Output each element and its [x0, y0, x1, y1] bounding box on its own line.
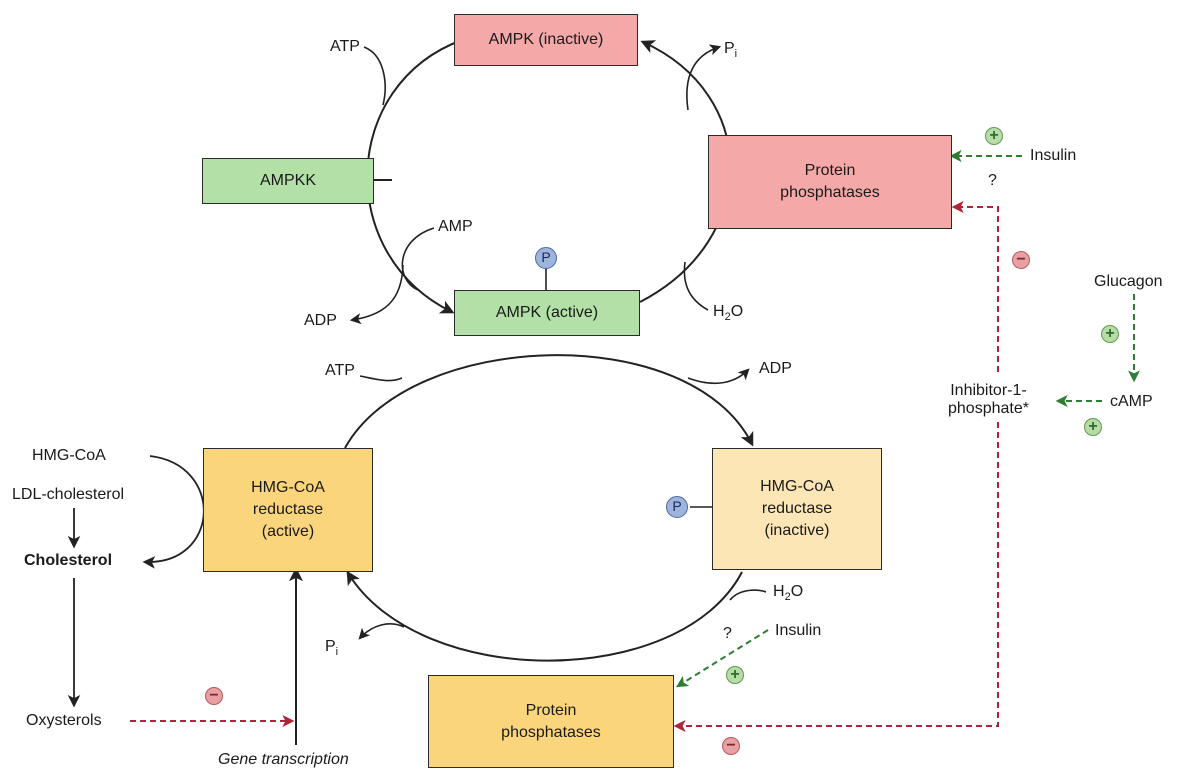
glucagon-label: Glucagon: [1094, 273, 1163, 290]
adp-mid-arrow: [687, 368, 750, 385]
ampkk-label: AMPKK: [259, 172, 316, 189]
ampk-active-label: AMPK (active): [495, 304, 599, 321]
camp-label: cAMP: [1110, 393, 1153, 410]
ldl-cholesterol-label: LDL-cholesterol: [12, 486, 125, 503]
inhibitor-to-pp-bottom-line: [673, 422, 999, 732]
minus-badge-oxysterols: −: [205, 687, 223, 705]
adp-out-arrow: [349, 264, 404, 325]
hmg-dephosphorylation-arc: [346, 570, 743, 662]
adp-left-label: ADP: [304, 312, 337, 329]
hmg-coa-label: HMG-CoA: [32, 447, 106, 464]
hmg-coa-reductase-active-label: HMG-CoA reductase (active): [251, 479, 325, 540]
h2o-bottom-label: H2O: [773, 583, 804, 604]
ampk-active-box: AMPK (active): [454, 290, 640, 336]
hmg-coa-reductase-inactive-box: HMG-CoA reductase (inactive): [712, 448, 882, 570]
pi-out-arrow: [686, 44, 722, 111]
ampk-inactive-label: AMPK (inactive): [488, 31, 604, 48]
atp-mid-label: ATP: [325, 362, 355, 379]
plus-badge-glucagon: +: [1101, 325, 1119, 343]
atp-mid-arrow: [359, 375, 403, 382]
h2o-bottom-arrow: [729, 589, 767, 601]
hmg-coa-reductase-inactive-label: HMG-CoA reductase (inactive): [760, 478, 834, 539]
ampk-activation-arc: [366, 39, 463, 314]
atp-in-arrow: [363, 46, 386, 106]
adp-right-label: ADP: [759, 360, 792, 377]
plus-badge-camp: +: [1084, 418, 1102, 436]
gene-transcription-label: Gene transcription: [218, 751, 349, 768]
protein-phosphatases-bottom-box: Protein phosphatases: [428, 675, 674, 768]
amp-label: AMP: [438, 218, 473, 235]
amp-arrow: [401, 227, 435, 291]
hmg-coa-reductase-active-box: HMG-CoA reductase (active): [203, 448, 373, 572]
pi-top-label: Pi: [724, 40, 738, 61]
protein-phosphatases-top-label: Protein phosphatases: [780, 162, 880, 201]
insulin-bottom-label: Insulin: [775, 622, 822, 639]
phosphate-group-ampk: P: [535, 247, 557, 269]
plus-badge-insulin-bottom: +: [726, 666, 744, 684]
protein-phosphatases-top-box: Protein phosphatases: [708, 135, 952, 229]
ampkk-box: AMPKK: [202, 158, 374, 204]
hmg-coa-to-cholesterol-arrow: [142, 455, 205, 569]
phosphate-group-hmg: P: [666, 496, 688, 518]
oxysterols-label: Oxysterols: [26, 712, 102, 729]
h2o-in-arrow: [683, 261, 709, 311]
pi-bottom-label: Pi: [325, 638, 339, 659]
insulin-bottom-line: [675, 629, 769, 688]
minus-badge-inhibitor-top: −: [1012, 251, 1030, 269]
atp-top-label: ATP: [330, 38, 360, 55]
question-bottom-label: ?: [723, 625, 732, 642]
plus-badge-insulin-top: +: [985, 127, 1003, 145]
inhibitor-1-phosphate-label: Inhibitor-1- phosphate*: [948, 382, 1029, 417]
protein-phosphatases-bottom-label: Protein phosphatases: [501, 701, 601, 741]
question-top-label: ?: [988, 172, 997, 189]
minus-badge-inhibitor-bottom: −: [722, 737, 740, 755]
ampk-inactive-box: AMPK (inactive): [454, 14, 638, 66]
hmg-phosphorylation-arc: [344, 354, 754, 449]
cholesterol-label: Cholesterol: [24, 552, 113, 569]
h2o-top-label: H2O: [713, 303, 744, 324]
pi-bottom-arrow: [358, 623, 405, 640]
insulin-top-label: Insulin: [1030, 147, 1077, 164]
inhibitor-to-pp-top-line: [951, 201, 999, 372]
